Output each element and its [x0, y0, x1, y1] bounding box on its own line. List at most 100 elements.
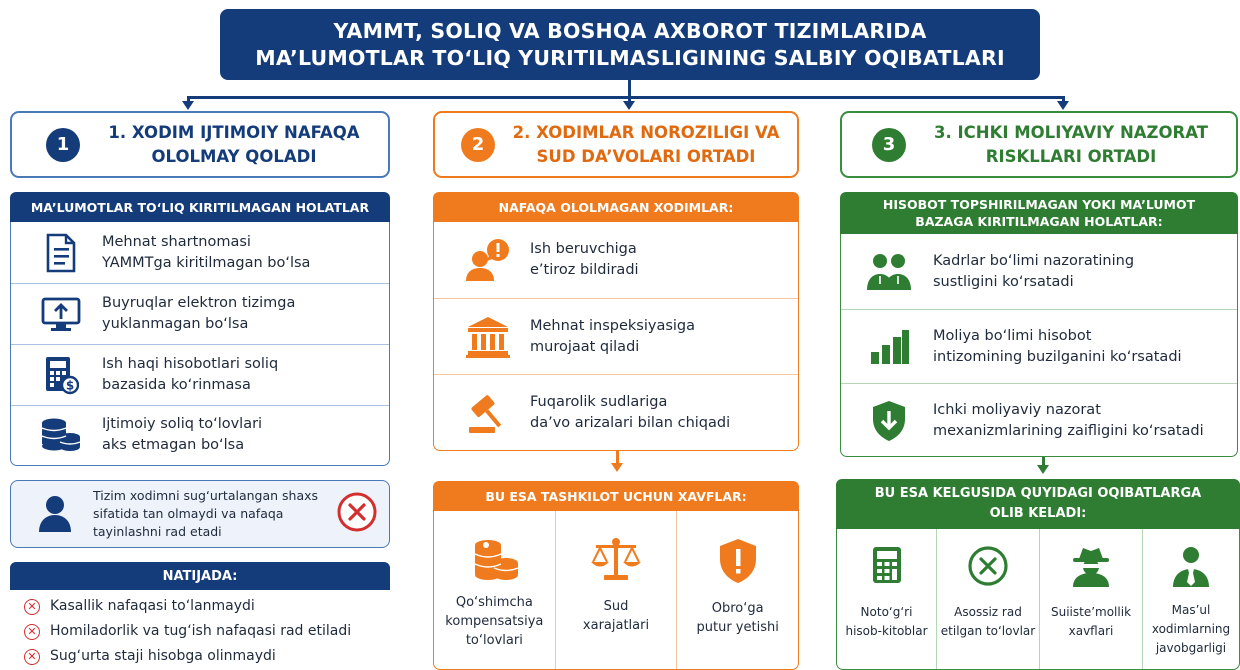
col2-item-line2: murojaat qiladi: [530, 338, 640, 355]
arrow-2: [623, 101, 635, 110]
col1-number: 1: [46, 127, 80, 162]
col3-cons-band-line1: BU ESA KELGUSIDA QUYIDAGI OQIBATLARGA: [874, 486, 1202, 501]
col2-item: Mehnat inspeksiyasiga murojaat qiladi: [434, 298, 798, 374]
result-item: ✕Homiladorlik va tug‘ish nafaqasi rad et…: [24, 619, 390, 644]
calculator-icon: [871, 545, 903, 589]
col2-panel: Ish beruvchiga e’tiroz bildiradi Mehnat …: [433, 222, 799, 451]
col2-item-line1: Mehnat inspeksiyasiga: [530, 317, 696, 334]
result-item: ✕Kasallik nafaqasi to‘lanmaydi: [24, 594, 390, 619]
col3-item-line1: Ichki moliyaviy nazorat: [933, 401, 1101, 418]
arrow-1: [182, 101, 194, 110]
col1-item-line1: Ijtimoiy soliq to‘lovlari: [102, 416, 263, 432]
shield-alert-icon: [716, 537, 760, 589]
col3-heading-line1: 3. ICHKI MOLIYAVIY NAZORAT: [934, 122, 1208, 142]
consequence-line1: Mas’ul: [1171, 603, 1211, 617]
col2-item-line2: e’tiroz bildiradi: [530, 262, 639, 278]
x-mark-icon: ✕: [24, 623, 40, 640]
consequence-line1: Asossiz rad: [954, 605, 1022, 619]
col1-item-line1: Buyruqlar elektron tizimga: [102, 295, 296, 311]
col1-item-line1: Ish haqi hisobotlari soliq: [102, 356, 279, 372]
col3-connector: [1042, 457, 1045, 467]
col3-number: 3: [872, 127, 906, 162]
bar-chart-icon: [865, 323, 913, 371]
connector-drop-3: [1062, 96, 1065, 102]
risk-line3: to‘lovlari: [465, 633, 523, 648]
col3-band: HISOBOT TOPSHIRILMAGAN YOKI MA’LUMOT BAZ…: [840, 192, 1238, 234]
col1-band: MA’LUMOTLAR TO‘LIQ KIRITILMAGAN HOLATLAR: [10, 192, 390, 222]
col3-heading: 3 3. ICHKI MOLIYAVIY NAZORAT RISKLLARI O…: [840, 111, 1238, 178]
consequence-line2: xodimlarning: [1151, 622, 1231, 636]
spy-icon: [1069, 545, 1113, 591]
coins-icon: [37, 411, 85, 459]
title-line-1: YAMMT, SOLIQ VA BOSHQA AXBOROT TIZIMLARI…: [333, 18, 927, 43]
col1-panel: Mehnat shartnomasi YAMMTga kiritilmagan …: [10, 222, 390, 466]
col3-item-line2: mexanizmlarining zaifligini ko‘rsatadi: [933, 422, 1204, 439]
connector-drop-1: [187, 96, 190, 102]
manager-icon: [1171, 545, 1211, 591]
risk-line2: xarajatlari: [582, 618, 650, 633]
col3-heading-line2: RISKLLARI ORTADI: [985, 146, 1157, 166]
col3-item-line1: Kadrlar bo‘limi nazoratining: [933, 252, 1135, 269]
consequence-line1: Suiiste’mollik: [1050, 605, 1132, 619]
col2-heading-line1: 2. XODIMLAR NOROZILIGI VA: [512, 122, 780, 142]
consequence-cell: Suiiste’mollik xavflari: [1040, 529, 1143, 669]
refusal-line1: Tizim xodimni sug‘urtalangan shaxs: [93, 488, 319, 503]
col3-item: Ichki moliyaviy nazorat mexanizmlarining…: [841, 383, 1237, 457]
col3-cons-band: BU ESA KELGUSIDA QUYIDAGI OQIBATLARGA OL…: [836, 479, 1240, 529]
col1-item: Buyruqlar elektron tizimga yuklanmagan b…: [11, 283, 389, 344]
col1-item: $ Ish haqi hisobotlari soliq bazasida ko…: [11, 344, 389, 405]
col2-connector: [616, 451, 619, 465]
col2-item-line1: Fuqarolik sudlariga: [530, 394, 668, 410]
col1-item-line2: YAMMTga kiritilmagan bo‘lsa: [102, 254, 311, 271]
col2-risk-band: BU ESA TASHKILOT UCHUN XAVFLAR:: [433, 481, 799, 511]
refusal-line3: tayinlashni rad etadi: [93, 524, 222, 539]
institution-icon: [464, 313, 512, 361]
col1-result-list: ✕Kasallik nafaqasi to‘lanmaydi ✕Homilado…: [24, 594, 390, 669]
col3-cons-band-line2: OLIB KELADI:: [989, 506, 1087, 521]
document-icon: [37, 229, 85, 277]
risk-line2: kompensatsiya: [445, 614, 544, 629]
col1-heading-line1: 1. XODIM IJTIMOIY NAFAQA: [108, 122, 360, 142]
col2-item: Fuqarolik sudlariga da’vo arizalari bila…: [434, 374, 798, 451]
col1-item-line2: bazasida ko‘rinmasa: [102, 377, 251, 393]
col3-band-line2: BAZAGA KIRITILMAGAN HOLATLAR:: [915, 214, 1163, 229]
consequence-line2: etilgan to‘lovlar: [940, 624, 1036, 638]
col2-risk-panel: Qo‘shimcha kompensatsiya to‘lovlari Sud …: [433, 511, 799, 670]
col1-item-line2: yuklanmagan bo‘lsa: [102, 316, 249, 332]
refusal-line2: sifatida tan olmaydi va nafaqa: [93, 506, 284, 521]
col3-item-line2: intizomining buzilganini ko‘rsatadi: [933, 348, 1182, 365]
col3-item: Kadrlar bo‘limi nazoratining sustligini …: [841, 234, 1237, 309]
consequence-cell: Asossiz rad etilgan to‘lovlar: [937, 529, 1040, 669]
col2-item-line1: Ish beruvchiga: [530, 241, 637, 257]
col3-item: Moliya bo‘limi hisobot intizomining buzi…: [841, 309, 1237, 383]
col1-item-line1: Mehnat shartnomasi: [102, 233, 251, 250]
arrow-3: [1057, 101, 1069, 110]
calculator-icon: $: [37, 351, 85, 399]
col2-heading-line2: SUD DA’VOLARI ORTADI: [536, 146, 756, 166]
risk-cell: Sud xarajatlari: [556, 511, 678, 669]
consequence-line2: xavflari: [1068, 624, 1114, 638]
col2-heading: 2 2. XODIMLAR NOROZILIGI VA SUD DA’VOLAR…: [433, 111, 799, 178]
col3-cons-panel: Noto‘g‘ri hisob-kitoblar Asossiz rad eti…: [836, 529, 1240, 670]
consequence-line2: hisob-kitoblar: [845, 624, 928, 638]
col1-refusal-box: Tizim xodimni sug‘urtalangan shaxs sifat…: [10, 480, 390, 548]
col3-item-line1: Moliya bo‘limi hisobot: [933, 327, 1092, 344]
scales-icon: [590, 537, 642, 585]
risk-line2: putur yetishi: [696, 620, 779, 635]
consequence-line1: Noto‘g‘ri: [860, 605, 913, 619]
gavel-icon: [464, 389, 512, 437]
person-icon: [31, 490, 79, 538]
page-title: YAMMT, SOLIQ VA BOSHQA AXBOROT TIZIMLARI…: [220, 9, 1040, 80]
col3-arrow: [1037, 465, 1049, 474]
col2-item: Ish beruvchiga e’tiroz bildiradi: [434, 222, 798, 298]
col1-heading-line2: OLOLMAY QOLADI: [151, 146, 317, 166]
risk-cell: Obro‘ga putur yetishi: [677, 511, 798, 669]
x-mark-icon: ✕: [24, 598, 40, 615]
col3-band-line1: HISOBOT TOPSHIRILMAGAN YOKI MA’LUMOT: [882, 197, 1196, 212]
x-circle-icon: [967, 545, 1009, 591]
complaint-icon: [464, 236, 512, 284]
col2-band: NAFAQA OLOLMAGAN XODIMLAR:: [433, 192, 799, 222]
col3-item-line2: sustligini ko‘rsatadi: [933, 273, 1074, 290]
col2-item-line2: da’vo arizalari bilan chiqadi: [530, 415, 731, 431]
col2-arrow: [611, 463, 623, 472]
